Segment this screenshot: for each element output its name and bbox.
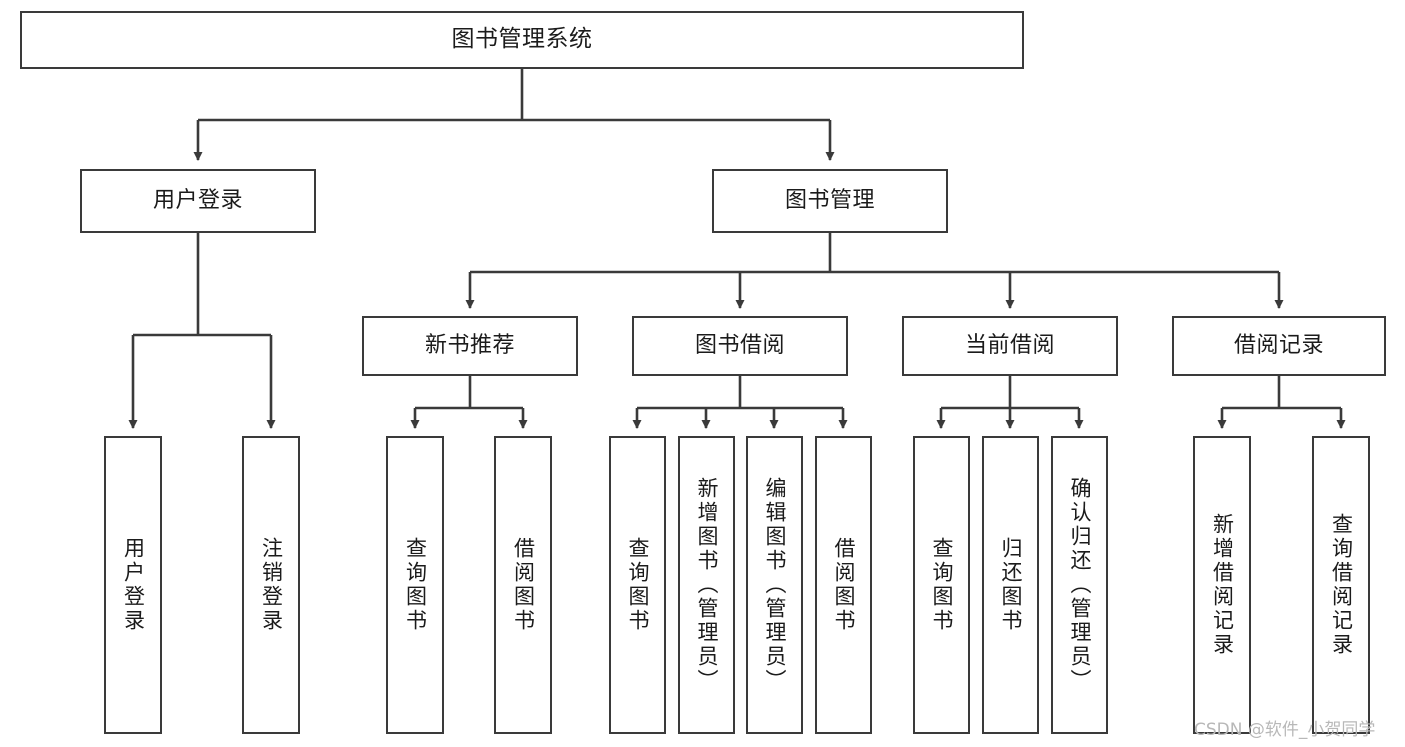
node-user-login[interactable]: 用户登录 bbox=[80, 169, 316, 233]
node-leaf-add-book[interactable]: 新增图书（管理员） bbox=[678, 436, 735, 734]
node-book-manage[interactable]: 图书管理 bbox=[712, 169, 948, 233]
node-leaf-query-book-2[interactable]: 查询图书 bbox=[609, 436, 666, 734]
node-leaf-add-record[interactable]: 新增借阅记录 bbox=[1193, 436, 1251, 734]
node-leaf-query-record-label: 查询借阅记录 bbox=[1329, 513, 1354, 657]
node-leaf-confirm-return-label: 确认归还（管理员） bbox=[1068, 477, 1092, 693]
node-root-label: 图书管理系统 bbox=[451, 26, 593, 53]
node-leaf-add-book-label: 新增图书（管理员） bbox=[695, 477, 719, 693]
node-leaf-user-login-label: 用户登录 bbox=[121, 537, 146, 633]
node-current-borrow[interactable]: 当前借阅 bbox=[902, 316, 1118, 376]
node-leaf-user-login[interactable]: 用户登录 bbox=[104, 436, 162, 734]
node-leaf-logout-label: 注销登录 bbox=[259, 537, 284, 633]
node-book-manage-label: 图书管理 bbox=[784, 187, 875, 213]
node-leaf-return-book[interactable]: 归还图书 bbox=[982, 436, 1039, 734]
node-leaf-query-book-1[interactable]: 查询图书 bbox=[386, 436, 444, 734]
node-leaf-query-book-3-label: 查询图书 bbox=[930, 537, 954, 633]
node-leaf-edit-book[interactable]: 编辑图书（管理员） bbox=[746, 436, 803, 734]
node-new-book-recommend[interactable]: 新书推荐 bbox=[362, 316, 578, 376]
node-leaf-query-book-3[interactable]: 查询图书 bbox=[913, 436, 970, 734]
node-user-login-label: 用户登录 bbox=[152, 187, 243, 213]
node-root[interactable]: 图书管理系统 bbox=[20, 11, 1024, 69]
node-borrow-record[interactable]: 借阅记录 bbox=[1172, 316, 1386, 376]
node-new-book-recommend-label: 新书推荐 bbox=[424, 332, 515, 358]
node-leaf-query-book-2-label: 查询图书 bbox=[626, 537, 650, 633]
node-leaf-confirm-return[interactable]: 确认归还（管理员） bbox=[1051, 436, 1108, 734]
node-leaf-logout[interactable]: 注销登录 bbox=[242, 436, 300, 734]
node-book-borrow-label: 图书借阅 bbox=[694, 332, 785, 358]
node-leaf-return-book-label: 归还图书 bbox=[999, 537, 1023, 633]
node-leaf-add-record-label: 新增借阅记录 bbox=[1210, 513, 1235, 657]
node-leaf-borrow-book-1-label: 借阅图书 bbox=[511, 537, 536, 633]
node-book-borrow[interactable]: 图书借阅 bbox=[632, 316, 848, 376]
node-leaf-borrow-book-1[interactable]: 借阅图书 bbox=[494, 436, 552, 734]
node-leaf-query-record[interactable]: 查询借阅记录 bbox=[1312, 436, 1370, 734]
node-current-borrow-label: 当前借阅 bbox=[964, 332, 1055, 358]
node-leaf-borrow-book-2[interactable]: 借阅图书 bbox=[815, 436, 872, 734]
node-borrow-record-label: 借阅记录 bbox=[1233, 332, 1324, 358]
node-leaf-borrow-book-2-label: 借阅图书 bbox=[832, 537, 856, 633]
node-leaf-edit-book-label: 编辑图书（管理员） bbox=[763, 477, 787, 693]
node-leaf-query-book-1-label: 查询图书 bbox=[403, 537, 428, 633]
